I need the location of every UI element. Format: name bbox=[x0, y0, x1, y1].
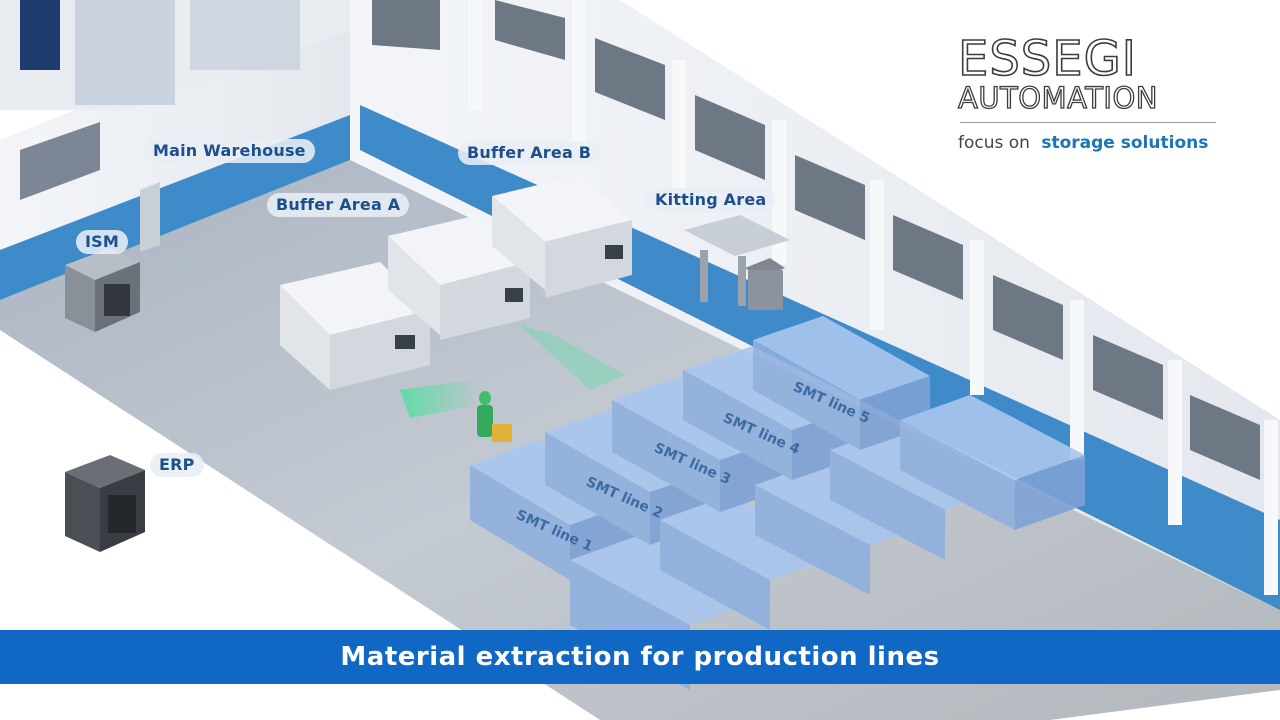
upper-window-3 bbox=[190, 0, 300, 70]
right-wall-windows bbox=[372, 0, 1260, 480]
label-buffer-area-a: Buffer Area A bbox=[267, 193, 410, 217]
logo-tagline: focus on storage solutions bbox=[958, 133, 1218, 153]
upper-window-2 bbox=[75, 0, 175, 105]
logo-divider bbox=[960, 122, 1216, 123]
caption-text: Material extraction for production lines bbox=[340, 642, 940, 672]
kitting-station bbox=[684, 215, 790, 310]
ism-machine bbox=[65, 248, 140, 332]
smt-lines bbox=[470, 316, 1085, 690]
label-erp: ERP bbox=[150, 453, 204, 477]
operator-figure bbox=[477, 391, 512, 442]
label-kitting-area: Kitting Area bbox=[646, 188, 776, 212]
smt-line-5-block bbox=[753, 316, 1085, 530]
label-buffer-area-b: Buffer Area B bbox=[458, 141, 601, 165]
label-main-warehouse: Main Warehouse bbox=[144, 139, 315, 163]
agv-path-beam-2 bbox=[520, 325, 625, 390]
essegi-logo: ESSEGI AUTOMATION focus on storage solut… bbox=[957, 31, 1218, 153]
left-window-1 bbox=[20, 122, 100, 200]
buffer-a-cabinets bbox=[280, 215, 530, 390]
buffer-b-cabinets bbox=[492, 175, 632, 298]
wall-pillars bbox=[468, 0, 1278, 595]
logo-name-line2: AUTOMATION bbox=[957, 81, 1158, 115]
erp-server bbox=[65, 455, 145, 552]
left-door bbox=[140, 182, 160, 252]
logo-name-line1: ESSEGI bbox=[957, 31, 1137, 87]
caption-bar: Material extraction for production lines bbox=[0, 630, 1280, 684]
upper-window-1 bbox=[20, 0, 60, 70]
label-ism: ISM bbox=[76, 230, 128, 254]
tagline-prefix: focus on bbox=[958, 133, 1030, 153]
tagline-emphasis: storage solutions bbox=[1041, 133, 1209, 153]
agv-path-beam-1 bbox=[400, 380, 480, 418]
